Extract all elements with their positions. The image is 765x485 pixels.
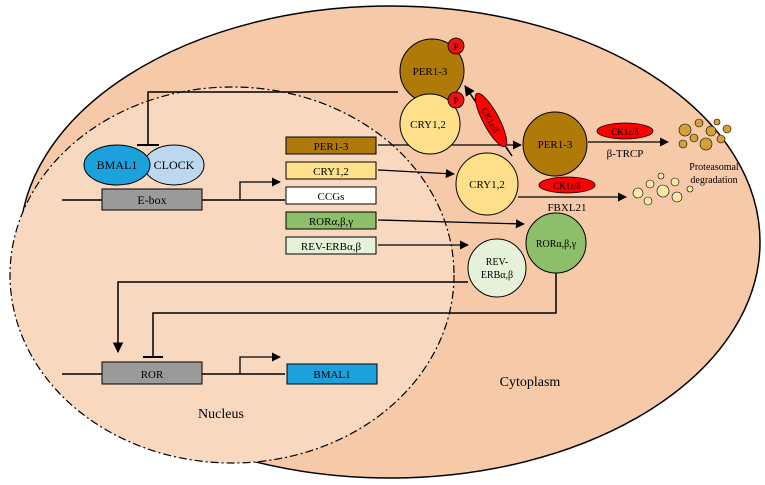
- cry-complex-circle: [399, 93, 461, 155]
- ccgs-gene-label: CCGs: [318, 191, 345, 203]
- ror-element-label: ROR: [141, 369, 164, 381]
- cry-translation-arrow: [377, 169, 455, 179]
- nucleus-label: Nucleus: [198, 407, 244, 422]
- cytoplasm-label: Cytoplasm: [500, 375, 561, 390]
- per-complex-label: PER1-3: [413, 66, 448, 78]
- cry-gene-label: CRY1,2: [313, 166, 349, 178]
- bmal1-gene-label: BMAL1: [313, 369, 350, 381]
- ck-cry-ellipse: [538, 176, 596, 194]
- feedback-inhibition-line: [147, 91, 398, 145]
- ror-inhibition-line: [152, 273, 557, 357]
- ror-translation-arrow: [377, 219, 525, 229]
- per-cyto-label: PER1-3: [538, 139, 573, 151]
- cry-gene-box: [285, 161, 377, 180]
- ror-element-box: [101, 361, 203, 385]
- ck-per-label: CK1ε/δ: [611, 127, 639, 137]
- bmal1-transcription-arrow: [239, 352, 281, 374]
- ccgs-gene-box: [285, 186, 377, 205]
- phospho-per-circle: [447, 37, 465, 55]
- phospho-per-label: P: [453, 42, 458, 52]
- degradation-label-line2: degradation: [690, 175, 737, 186]
- ebox-label: E-box: [137, 193, 166, 207]
- degradation-cluster-cry: [632, 172, 694, 206]
- ror-cyto-label: RORα,β,γ: [536, 239, 577, 250]
- rev-to-ror-arrow: [112, 281, 468, 354]
- ror-gene-box: [285, 211, 377, 230]
- ck-per-ellipse: [596, 122, 654, 140]
- per-cyto-circle: [522, 111, 588, 177]
- rev-gene-box: [285, 236, 377, 255]
- btrcp-label: β-TRCP: [607, 148, 644, 160]
- cry-complex-label: CRY1,2: [410, 119, 446, 131]
- ror-gene-label: RORα,β,γ: [309, 216, 353, 228]
- bmal1-ellipse: [83, 144, 151, 186]
- bmal1-gene-box: [286, 363, 378, 385]
- cry-cyto-circle: [455, 152, 519, 216]
- degradation-label-line1: Proteasomal: [689, 162, 739, 173]
- ebox-transcription-arrow: [239, 177, 281, 200]
- rev-cyto-label-line2: ERBα,β: [481, 270, 513, 281]
- phospho-cry-label: P: [453, 96, 458, 106]
- bmal1-label: BMAL1: [97, 158, 138, 172]
- ebox-box: [101, 188, 203, 211]
- per-gene-box: [285, 136, 377, 155]
- fbxl21-label: FBXL21: [547, 202, 586, 214]
- rev-cyto-label-line1: REV-: [486, 257, 508, 268]
- clock-label: CLOCK: [154, 158, 195, 172]
- phospho-cry-circle: [447, 91, 465, 109]
- ck-cry-label: CK1ε/δ: [553, 181, 581, 191]
- rev-gene-label: REV-ERBα,β: [301, 241, 362, 253]
- per-gene-label: PER1-3: [314, 141, 349, 153]
- rev-cyto-circle: [467, 238, 527, 298]
- degradation-cluster-per: [678, 118, 732, 151]
- cry-cyto-label: CRY1,2: [469, 179, 505, 191]
